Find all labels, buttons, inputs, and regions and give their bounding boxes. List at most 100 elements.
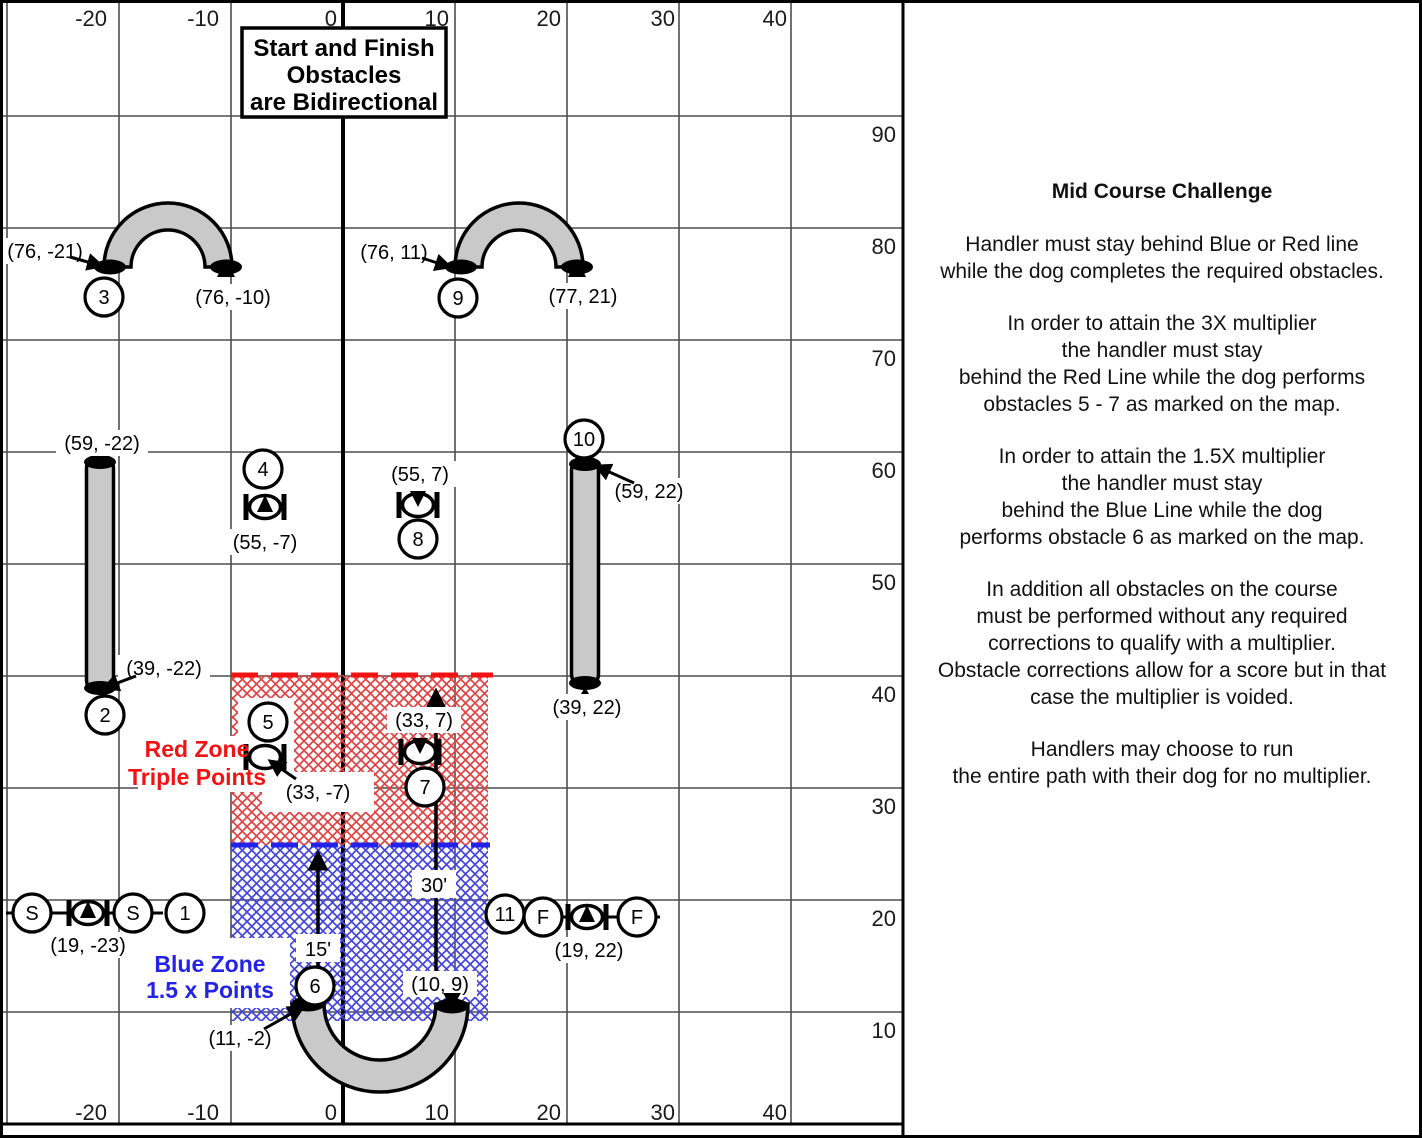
coord-label: (55, -7) [233,532,297,554]
svg-text:6: 6 [309,976,320,998]
note-box-line: are Bidirectional [250,89,438,116]
axis-label: 30 [872,794,896,819]
start-jump-icon [69,900,107,926]
svg-text:1: 1 [179,903,190,925]
axis-label: 20 [872,906,896,931]
axis-label: 70 [872,346,896,371]
jump-8-icon [399,491,437,518]
coord-label: (39, 22) [553,697,622,719]
panel-line: Handlers may choose to run [1030,738,1294,761]
panel-line: behind the Red Line while the dog perfor… [958,366,1366,389]
panel-line: while the dog completes the required obs… [940,260,1384,283]
axis-label: 30 [651,1100,675,1125]
axis-label: 40 [763,1100,787,1125]
axis-label: 50 [872,570,896,595]
obstacle-9: 9 [437,277,479,319]
x-axis-top: -20 -10 0 10 20 30 40 [75,6,787,31]
tunnel-entry-arrow [217,259,235,277]
obstacle-start-2: S [112,892,154,934]
tunnel-10 [569,455,601,701]
coord-label: (59, 22) [615,481,684,503]
axis-label: 0 [325,1100,337,1125]
panel-line: the handler must stay [1061,472,1263,495]
obstacle-4: 4 [242,448,284,490]
coord-label: (39, -22) [126,658,202,680]
svg-text:4: 4 [257,459,268,481]
panel-line: obstacles 5 - 7 as marked on the map. [983,393,1341,416]
tunnel-end-cap [569,676,601,690]
axis-label: 10 [872,1018,896,1043]
coord-label: (77, 21) [549,286,618,308]
coord-label: (76, -10) [195,287,271,309]
obstacle-5: 5 [247,701,289,743]
axis-label: 40 [763,6,787,31]
note-box-line: Obstacles [287,62,402,89]
axis-label: -10 [187,6,219,31]
panel-paragraph: In order to attain the 3X multiplier the… [906,310,1418,418]
instructions-panel: Mid Course Challenge Handler must stay b… [906,178,1418,815]
panel-line: In order to attain the 3X multiplier [1007,312,1317,335]
coord-label: (76, -21) [7,241,83,263]
panel-line: the handler must stay [1061,339,1263,362]
obstacle-2: 2 [84,694,126,736]
coord-label: (33, -7) [286,782,350,804]
axis-label: -20 [75,6,107,31]
tunnel-end-cap [84,681,116,695]
distance-label-30ft: 30' [421,875,447,897]
tunnel-entry-arrow [91,453,109,468]
panel-line: In order to attain the 1.5X multiplier [998,445,1326,468]
coord-label: (10, 9) [411,974,469,996]
y-axis-right: 90 80 70 60 50 40 30 20 10 [872,122,896,1043]
notch [138,736,262,792]
tunnel-3 [94,201,242,277]
obstacle-3: 3 [83,276,125,318]
svg-text:10: 10 [573,429,595,451]
leader-arrows [69,253,635,1031]
axis-label: 20 [537,6,561,31]
panel-line: corrections to qualify with a multiplier… [988,632,1336,655]
panel-line: must be performed without any required [976,605,1348,628]
distance-label-15ft: 15' [305,939,331,961]
x-axis-bottom: -20 -10 0 10 20 30 40 [75,1100,787,1125]
red-zone-label-line2: Triple Points [128,764,266,790]
zone-labels: Red Zone Triple Points Blue Zone 1.5 x P… [128,736,274,1003]
notch [148,938,290,1008]
obstacle-finish-1: F [522,896,564,938]
obstacle-10: 10 [563,418,605,460]
panel-title: Mid Course Challenge [1051,180,1273,203]
axis-label: 10 [425,1100,449,1125]
obstacle-8: 8 [397,518,439,560]
axis-label: 80 [872,234,896,259]
axis-label: 40 [872,682,896,707]
panel-line: Handler must stay behind Blue or Red lin… [965,233,1359,256]
coord-label: (19, -23) [50,935,126,957]
leader-arrow [421,253,453,271]
jump-4-icon [246,494,284,520]
panel-paragraph: Handlers may choose to run the entire pa… [906,736,1418,790]
tunnel-end-cap [94,259,126,275]
panel-line: Obstacle corrections allow for a score b… [937,659,1387,682]
axis-label: 30 [651,6,675,31]
axis-label: 0 [325,6,337,31]
axis-label: 20 [537,1100,561,1125]
svg-text:F: F [537,907,549,929]
panel-line: In addition all obstacles on the course [986,578,1338,601]
svg-text:2: 2 [99,705,110,727]
coord-label: (59, -22) [64,433,140,455]
panel-line: performs obstacle 6 as marked on the map… [959,526,1365,549]
note-box-line: Start and Finish [253,35,434,62]
leader-arrow [69,253,105,271]
svg-text:F: F [631,907,643,929]
svg-text:S: S [126,903,139,925]
svg-text:8: 8 [412,529,423,551]
obstacle-finish-2: F [616,896,658,938]
coord-label: (33, 7) [395,710,453,732]
leader-arrow [593,463,635,485]
svg-text:7: 7 [419,777,430,799]
svg-text:S: S [25,903,38,925]
obstacle-11: 11 [484,893,526,935]
svg-text:9: 9 [452,288,463,310]
obstacle-6: 6 [294,965,336,1007]
